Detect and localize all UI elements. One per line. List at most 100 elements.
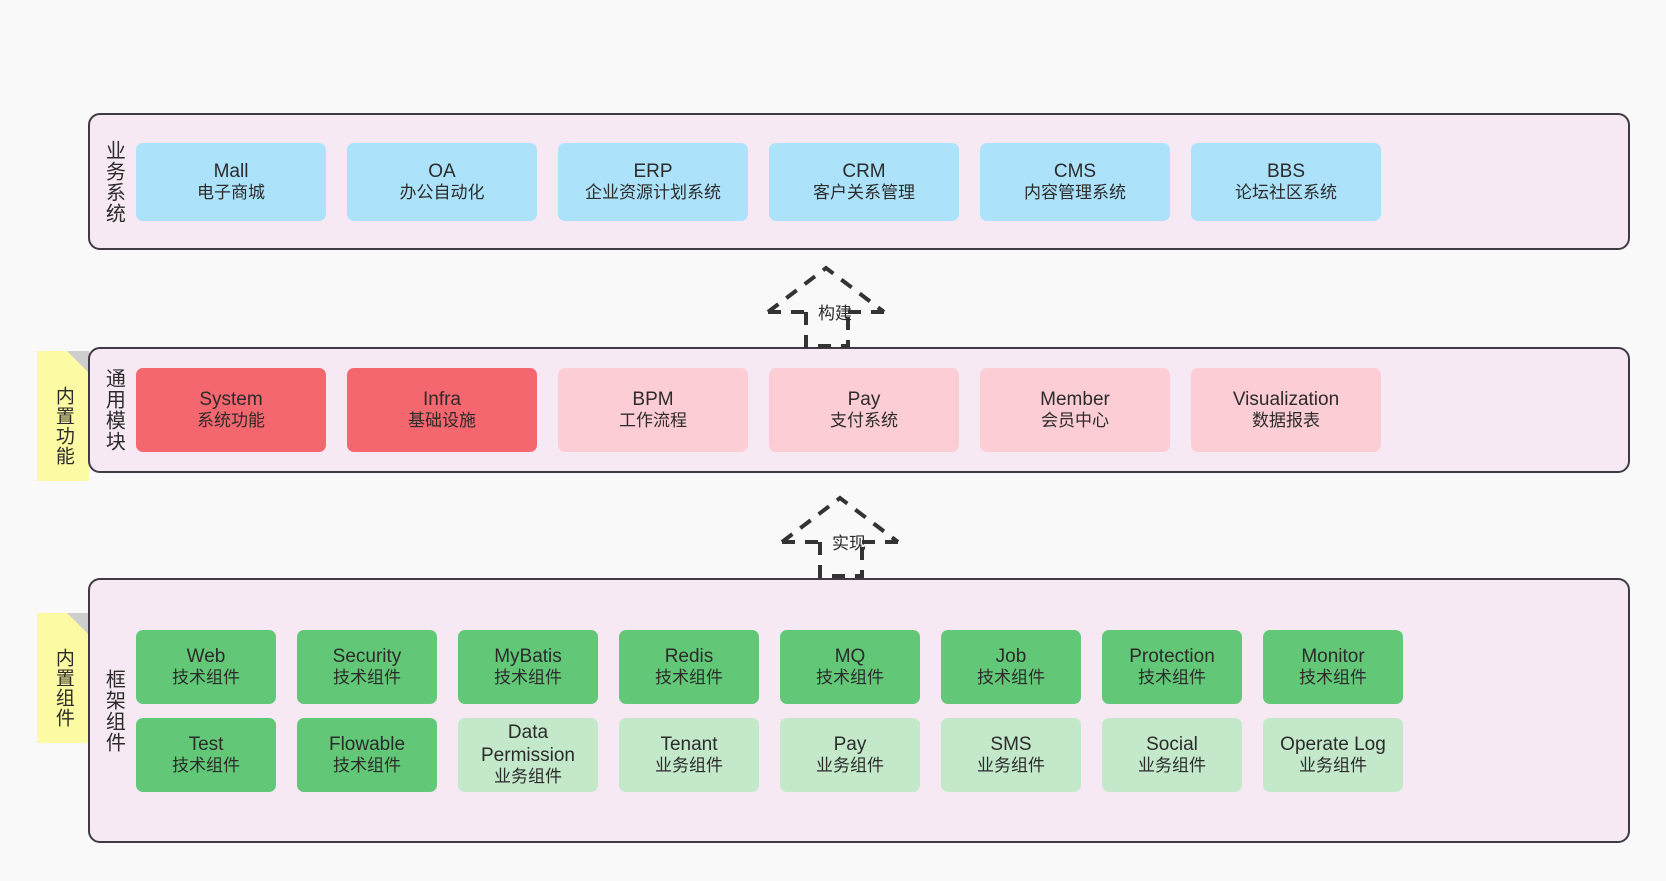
module-name-en: System — [199, 389, 263, 411]
row-framework-business: Test 技术组件 Flowable 技术组件 Data Permission … — [136, 717, 1616, 792]
module-name-en: Member — [1040, 389, 1110, 411]
module-name-en: Pay — [847, 389, 881, 411]
note-builtin-features-label: 内置功能 — [52, 386, 74, 466]
connector-implement: 实现 — [772, 492, 932, 578]
row-framework-technical: Web 技术组件 Security 技术组件 MyBatis 技术组件 Redi… — [136, 629, 1616, 704]
module-box-monitor[interactable]: Monitor 技术组件 — [1263, 629, 1403, 704]
module-name-cn: 内容管理系统 — [1024, 182, 1126, 202]
module-name-cn: 技术组件 — [494, 667, 562, 687]
module-box-infra[interactable]: Infra 基础设施 — [347, 368, 537, 452]
note-fold-corner-icon — [67, 351, 89, 373]
layer-common-modules: 通用模块 System 系统功能 Infra 基础设施 BPM 工作流程 Pay… — [88, 347, 1630, 473]
module-name-cn: 业务组件 — [1138, 755, 1206, 775]
module-box-crm[interactable]: CRM 客户关系管理 — [769, 142, 959, 221]
module-name-cn: 技术组件 — [1299, 667, 1367, 687]
module-box-member[interactable]: Member 会员中心 — [980, 368, 1170, 452]
module-box-bpm[interactable]: BPM 工作流程 — [558, 368, 748, 452]
module-box-flowable[interactable]: Flowable 技术组件 — [297, 717, 437, 792]
module-name-en: MQ — [834, 645, 866, 667]
note-builtin-components-label: 内置组件 — [52, 648, 74, 728]
module-box-social[interactable]: Social 业务组件 — [1102, 717, 1242, 792]
module-box-redis[interactable]: Redis 技术组件 — [619, 629, 759, 704]
module-box-job[interactable]: Job 技术组件 — [941, 629, 1081, 704]
module-box-operate-log[interactable]: Operate Log 业务组件 — [1263, 717, 1403, 792]
module-box-data-permission[interactable]: Data Permission 业务组件 — [458, 717, 598, 792]
module-name-cn: 技术组件 — [172, 755, 240, 775]
module-name-cn: 电子商城 — [197, 182, 265, 202]
module-name-en: BPM — [632, 389, 674, 411]
module-name-en: Tenant — [660, 733, 718, 755]
module-name-cn: 技术组件 — [816, 667, 884, 687]
module-name-en: Mall — [213, 160, 249, 182]
module-name-cn: 系统功能 — [197, 411, 265, 431]
layer-title-common-modules: 通用模块 — [102, 368, 125, 452]
module-name-cn: 技术组件 — [1138, 667, 1206, 687]
module-name-en: CMS — [1053, 160, 1097, 182]
module-name-en: Visualization — [1232, 389, 1340, 411]
module-name-cn: 支付系统 — [830, 411, 898, 431]
connector-implement-arrow-icon — [780, 495, 900, 578]
module-name-cn: 业务组件 — [1299, 755, 1367, 775]
module-name-en: Job — [995, 645, 1027, 667]
module-box-security[interactable]: Security 技术组件 — [297, 629, 437, 704]
module-name-cn: 技术组件 — [977, 667, 1045, 687]
module-name-en: Data Permission — [481, 721, 575, 767]
row-business-systems: Mall 电子商城 OA 办公自动化 ERP 企业资源计划系统 CRM 客户关系… — [136, 142, 1616, 221]
module-name-en: Pay — [833, 733, 867, 755]
module-box-visualization[interactable]: Visualization 数据报表 — [1191, 368, 1381, 452]
module-box-mq[interactable]: MQ 技术组件 — [780, 629, 920, 704]
layer-title-business-systems: 业务系统 — [102, 139, 125, 224]
layer-body-common-modules: System 系统功能 Infra 基础设施 BPM 工作流程 Pay 支付系统… — [136, 349, 1628, 471]
module-box-pay-component[interactable]: Pay 业务组件 — [780, 717, 920, 792]
module-box-test[interactable]: Test 技术组件 — [136, 717, 276, 792]
module-box-web[interactable]: Web 技术组件 — [136, 629, 276, 704]
note-builtin-features: 内置功能 — [37, 351, 89, 481]
layer-framework-components: 框架组件 Web 技术组件 Security 技术组件 MyBatis 技术组件… — [88, 578, 1630, 843]
module-name-cn: 技术组件 — [333, 667, 401, 687]
module-name-en: Flowable — [328, 733, 406, 755]
note-builtin-components: 内置组件 — [37, 613, 89, 743]
module-name-en: Redis — [664, 645, 714, 667]
layer-business-systems: 业务系统 Mall 电子商城 OA 办公自动化 ERP 企业资源计划系统 CRM… — [88, 113, 1630, 250]
module-name-cn: 企业资源计划系统 — [585, 182, 721, 202]
module-box-mall[interactable]: Mall 电子商城 — [136, 142, 326, 221]
module-name-cn: 业务组件 — [655, 755, 723, 775]
module-name-cn: 技术组件 — [333, 755, 401, 775]
module-name-cn: 论坛社区系统 — [1235, 182, 1337, 202]
module-name-cn: 数据报表 — [1252, 411, 1320, 431]
module-name-en: Infra — [422, 389, 462, 411]
layer-body-business-systems: Mall 电子商城 OA 办公自动化 ERP 企业资源计划系统 CRM 客户关系… — [136, 115, 1628, 248]
module-box-oa[interactable]: OA 办公自动化 — [347, 142, 537, 221]
module-box-tenant[interactable]: Tenant 业务组件 — [619, 717, 759, 792]
module-name-en: SMS — [990, 733, 1032, 755]
module-name-en: Security — [332, 645, 402, 667]
module-name-cn: 基础设施 — [408, 411, 476, 431]
connector-implement-label: 实现 — [832, 534, 866, 553]
module-box-pay[interactable]: Pay 支付系统 — [769, 368, 959, 452]
module-name-cn: 工作流程 — [619, 411, 687, 431]
module-name-en: CRM — [842, 160, 886, 182]
module-name-en: MyBatis — [494, 645, 562, 667]
module-name-cn: 业务组件 — [977, 755, 1045, 775]
layer-title-framework-components: 框架组件 — [102, 668, 125, 753]
module-box-mybatis[interactable]: MyBatis 技术组件 — [458, 629, 598, 704]
module-name-cn: 会员中心 — [1041, 411, 1109, 431]
connector-build-label: 构建 — [818, 304, 852, 323]
module-box-system[interactable]: System 系统功能 — [136, 368, 326, 452]
module-name-cn: 办公自动化 — [399, 182, 485, 202]
module-name-cn: 业务组件 — [816, 755, 884, 775]
module-name-en: Social — [1146, 733, 1198, 755]
module-name-en: ERP — [633, 160, 673, 182]
module-name-en: Web — [186, 645, 226, 667]
module-box-sms[interactable]: SMS 业务组件 — [941, 717, 1081, 792]
module-box-cms[interactable]: CMS 内容管理系统 — [980, 142, 1170, 221]
row-common-modules: System 系统功能 Infra 基础设施 BPM 工作流程 Pay 支付系统… — [136, 368, 1616, 452]
module-name-cn: 客户关系管理 — [813, 182, 915, 202]
module-name-en: Protection — [1129, 645, 1215, 667]
module-box-erp[interactable]: ERP 企业资源计划系统 — [558, 142, 748, 221]
module-name-cn: 技术组件 — [655, 667, 723, 687]
module-box-bbs[interactable]: BBS 论坛社区系统 — [1191, 142, 1381, 221]
module-box-protection[interactable]: Protection 技术组件 — [1102, 629, 1242, 704]
module-name-en: Test — [188, 733, 224, 755]
connector-build-arrow-icon — [766, 265, 886, 348]
